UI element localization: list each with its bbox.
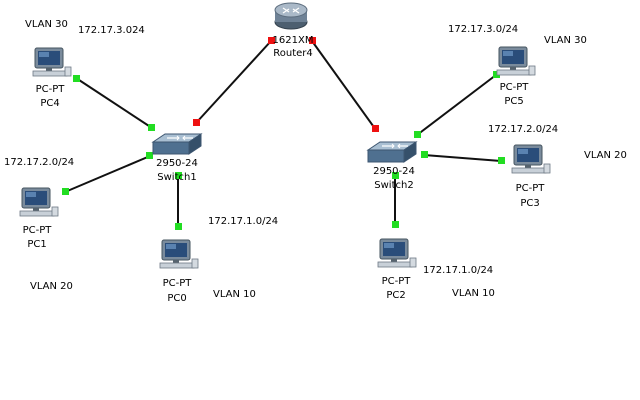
subnet-label: 172.17.3.0/24 (448, 24, 518, 35)
links-layer (64, 40, 502, 226)
link-router4-switch2[interactable] (311, 40, 377, 131)
vlan-label: VLAN 30 (544, 35, 587, 46)
vlan-label: VLAN 20 (584, 150, 627, 161)
pc5-model-label: PC-PT (500, 82, 530, 93)
pc2-name-label: PC2 (386, 290, 405, 301)
pc4-name-label: PC4 (40, 98, 59, 109)
pc-icon (511, 144, 551, 174)
link-pc4-switch1[interactable] (75, 77, 153, 129)
port-down-indicator (309, 37, 316, 44)
pc4-model-label: PC-PT (36, 84, 66, 95)
port-up-indicator (414, 131, 421, 138)
pc0-device[interactable]: PC-PT PC0 (159, 239, 199, 304)
port-down-indicator (193, 119, 200, 126)
port-up-indicator (148, 124, 155, 131)
router4-name-label: Router4 (273, 48, 313, 59)
pc5-device[interactable]: PC-PT PC5 (496, 46, 536, 107)
switch1-model-label: 2950-24 (156, 158, 198, 169)
port-indicators (62, 37, 505, 230)
router4-device[interactable]: 1621XM Router4 (273, 2, 314, 59)
pc3-name-label: PC3 (520, 198, 539, 209)
port-down-indicator (268, 37, 275, 44)
switch2-name-label: Switch2 (374, 180, 413, 191)
pc0-model-label: PC-PT (163, 278, 193, 289)
annotations-layer: VLAN 30 172.17.3.024 172.17.2.0/24 VLAN … (4, 19, 627, 300)
subnet-label: 172.17.2.0/24 (4, 157, 74, 168)
port-up-indicator (146, 152, 153, 159)
subnet-label: 172.17.3.024 (78, 25, 145, 36)
port-down-indicator (372, 125, 379, 132)
port-up-indicator (175, 223, 182, 230)
port-up-indicator (421, 151, 428, 158)
link-pc1-switch1[interactable] (64, 155, 151, 193)
vlan-label: VLAN 10 (213, 289, 256, 300)
switch2-device[interactable]: 2950-24 Switch2 (367, 141, 417, 191)
port-up-indicator (175, 172, 182, 179)
pc1-model-label: PC-PT (23, 225, 53, 236)
pc-icon (377, 238, 417, 268)
subnet-label: 172.17.1.0/24 (423, 265, 493, 276)
pc-icon (159, 239, 199, 269)
port-up-indicator (392, 172, 399, 179)
vlan-label: VLAN 20 (30, 281, 73, 292)
pc5-name-label: PC5 (504, 96, 523, 107)
switch1-device[interactable]: 2950-24 Switch1 (152, 133, 202, 183)
pc-icon (19, 187, 59, 217)
subnet-label: 172.17.1.0/24 (208, 216, 278, 227)
vlan-label: VLAN 10 (452, 288, 495, 299)
subnet-label: 172.17.2.0/24 (488, 124, 558, 135)
port-up-indicator (73, 75, 80, 82)
pc1-name-label: PC1 (27, 239, 46, 250)
pc0-name-label: PC0 (167, 293, 186, 304)
pc3-model-label: PC-PT (516, 183, 546, 194)
pc2-model-label: PC-PT (382, 276, 412, 287)
link-pc3-switch2[interactable] (423, 154, 502, 162)
switch-icon (367, 141, 417, 163)
router-icon (274, 2, 308, 30)
pc3-device[interactable]: PC-PT PC3 (511, 144, 551, 209)
pc2-device[interactable]: PC-PT PC2 (377, 238, 417, 301)
switch2-model-label: 2950-24 (373, 166, 415, 177)
pc1-device[interactable]: PC-PT PC1 (19, 187, 59, 250)
pc-icon (496, 46, 536, 76)
link-pc5-switch2[interactable] (416, 74, 497, 136)
port-up-indicator (392, 221, 399, 228)
pc-icon (32, 47, 72, 77)
link-router4-switch1[interactable] (195, 40, 272, 124)
router4-model-label: 1621XM (273, 35, 314, 46)
vlan-label: VLAN 30 (25, 19, 68, 30)
port-up-indicator (498, 157, 505, 164)
switch1-name-label: Switch1 (157, 172, 196, 183)
port-up-indicator (62, 188, 69, 195)
pc4-device[interactable]: PC-PT PC4 (32, 47, 72, 109)
switch-icon (152, 133, 202, 155)
port-up-indicator (493, 71, 500, 78)
